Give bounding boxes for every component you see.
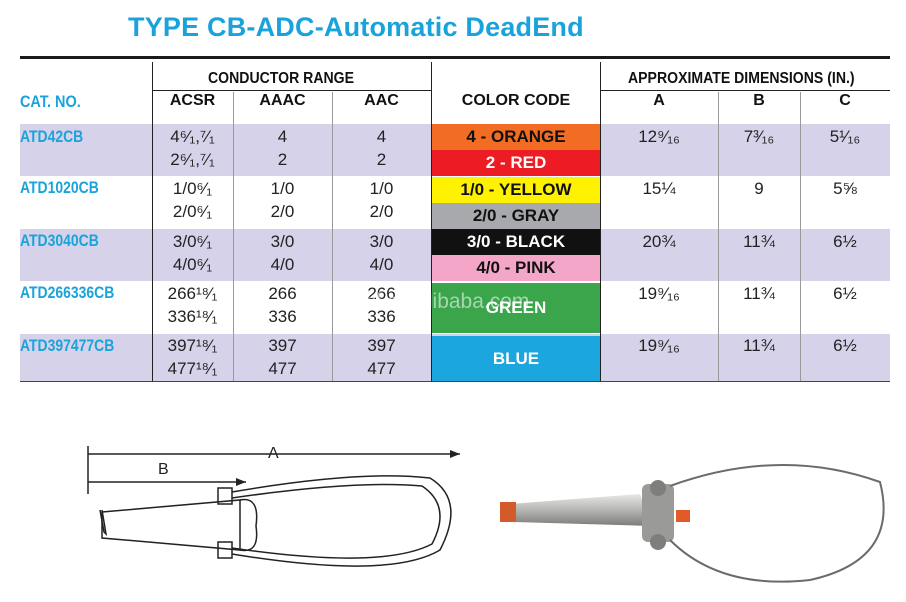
divider-cat: [152, 62, 153, 382]
dim-c-cell: 6½: [833, 232, 857, 251]
divider-color: [431, 62, 432, 382]
color-tab: [676, 510, 690, 522]
cat-no-cell: ATD397477CB: [20, 336, 115, 355]
dim-c-cell: 6½: [833, 336, 857, 355]
header-cat-no: CAT. NO.: [20, 92, 81, 111]
dim-c-cell: 5⅝: [833, 179, 857, 198]
rule-conductor: [152, 90, 431, 91]
bail-inner: [231, 483, 441, 559]
table-bottom-rule: [20, 381, 890, 382]
header-c: C: [839, 92, 851, 109]
divider-aaac: [332, 92, 333, 382]
dim-c-cell: 5¹⁄₁₆: [829, 127, 861, 146]
dim-a-cell: 19⁹⁄₁₆: [638, 336, 680, 355]
page-title: TYPE CB-ADC-Automatic DeadEnd: [128, 12, 584, 42]
dimension-b-label: B: [158, 461, 169, 478]
color-swatch: 2 - RED: [432, 150, 600, 176]
dim-b-cell: 9: [754, 179, 764, 198]
header-color-code: COLOR CODE: [461, 92, 571, 109]
table-top-rule: [20, 56, 890, 59]
dim-c-cell: 6½: [833, 284, 857, 303]
head-casting: [642, 484, 674, 542]
rule-dims: [600, 90, 890, 91]
header-aac: AAC: [364, 92, 399, 109]
end-cap: [500, 502, 516, 522]
divider-acsr: [233, 92, 234, 382]
cat-no-cell: ATD42CB: [20, 127, 84, 146]
product-photo: [500, 463, 885, 583]
color-swatch: 2/0 - GRAY: [432, 203, 600, 229]
header-conductor-range: CONDUCTOR RANGE: [208, 70, 355, 87]
deadend-dimension-diagram: A B: [87, 445, 460, 567]
color-swatch: 4/0 - PINK: [432, 255, 600, 281]
divider-b: [800, 92, 801, 382]
cat-no-cell: ATD266336CB: [20, 283, 115, 302]
arrow-b-end: [236, 478, 246, 486]
cat-no-cell: ATD1020CB: [20, 178, 99, 197]
dim-b-cell: 7³⁄₁₆: [743, 127, 775, 146]
upper-bolt: [217, 487, 233, 505]
header-a: A: [653, 92, 665, 109]
dimension-a-label: A: [268, 445, 279, 462]
lower-bolt: [217, 541, 233, 559]
dim-a-cell: 20¾: [642, 232, 676, 251]
header-acsr: ACSR: [169, 92, 216, 109]
color-swatch: 3/0 - BLACK: [432, 229, 600, 255]
bail-wire: [669, 463, 885, 583]
arrow-a-end: [450, 450, 460, 458]
header-b: B: [753, 92, 765, 109]
color-swatch: BLUE: [432, 336, 600, 381]
color-swatch: GREEN: [432, 283, 600, 333]
header-approx-dims: APPROXIMATE DIMENSIONS (IN.): [628, 70, 855, 87]
body-sleeve: [510, 494, 652, 526]
dim-a-cell: 15¼: [642, 179, 676, 198]
body-head: [239, 498, 258, 552]
lower-bolt: [650, 534, 666, 550]
dim-b-cell: 11¾: [743, 284, 775, 303]
color-swatch: 4 - ORANGE: [432, 124, 600, 150]
color-swatch: 1/0 - YELLOW: [432, 177, 600, 203]
divider-dims: [600, 62, 601, 382]
dim-b-cell: 11¾: [743, 336, 775, 355]
dim-a-cell: 19⁹⁄₁₆: [638, 284, 680, 303]
dim-a-cell: 12⁹⁄₁₆: [638, 127, 680, 146]
watermark: scml.en.alibaba.com: [338, 290, 530, 313]
header-aaac: AAAC: [259, 92, 306, 109]
dim-b-cell: 11¾: [743, 232, 775, 251]
cat-no-cell: ATD3040CB: [20, 231, 99, 250]
tail-end: [99, 509, 108, 537]
upper-bolt: [650, 480, 666, 496]
bail-outer: [231, 475, 452, 567]
divider-a: [718, 92, 719, 382]
